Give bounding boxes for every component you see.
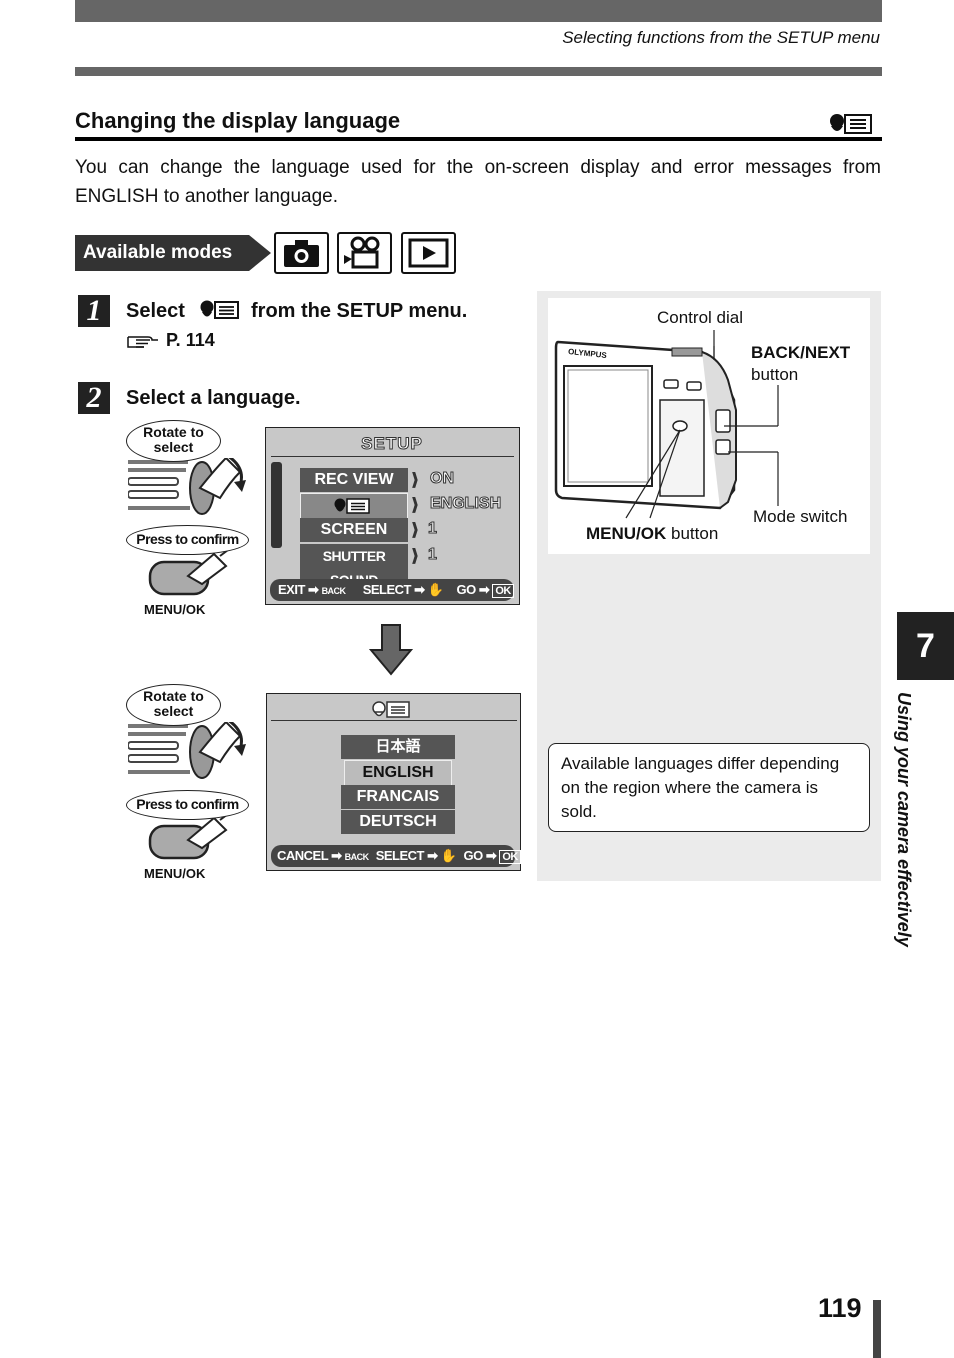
arrow-icon: ⟩ xyxy=(411,497,419,515)
rotate-text: Rotate to select xyxy=(143,688,204,719)
camera-icon xyxy=(274,232,329,274)
press-bubble: Press to confirm xyxy=(126,525,249,555)
setup-title: SETUP xyxy=(361,434,423,454)
ok-label: OK xyxy=(492,584,514,598)
note-box: Available languages differ depending on … xyxy=(548,743,870,832)
chapter-title: Using your camera effectively xyxy=(894,692,914,947)
arrow-right-icon: ➡ xyxy=(414,582,425,597)
label-menu-ok-rest: button xyxy=(671,524,719,543)
arrow-icon: ⟩ xyxy=(411,522,419,540)
dial-hand-icon: ✋ xyxy=(427,582,444,597)
language-icon xyxy=(371,700,415,725)
scroll-bar[interactable] xyxy=(271,462,282,548)
menu-screen[interactable]: SCREEN xyxy=(300,518,408,542)
step-1-number: 1 xyxy=(78,295,110,327)
dial-hand-icon: ✋ xyxy=(440,848,457,863)
menu-rec-view[interactable]: REC VIEW xyxy=(300,468,408,492)
cancel-label: CANCEL xyxy=(277,848,328,863)
label-back-next-button: button xyxy=(751,365,799,384)
dial-illustration xyxy=(127,454,253,603)
footer-bar: CANCEL ➡ BACK SELECT ➡ ✋ GO ➡ OK xyxy=(271,845,521,867)
title-rule xyxy=(75,137,882,141)
rotate-bubble: Rotate to select xyxy=(126,684,221,726)
press-text: Press to confirm xyxy=(136,531,239,547)
footer-bar: EXIT ➡ BACK SELECT ➡ ✋ GO ➡ OK xyxy=(270,579,514,601)
back-label: BACK xyxy=(344,852,370,862)
chapter-title-vertical: Using your camera effectively xyxy=(892,692,920,992)
language-option-japanese[interactable]: 日本語 xyxy=(341,735,455,759)
label-menu-ok-bold: MENU/OK xyxy=(586,524,667,543)
go-label: GO xyxy=(456,582,476,597)
arrow-right-icon: ➡ xyxy=(427,848,438,863)
value-language: ENGLISH xyxy=(429,495,502,513)
reference-hand-icon xyxy=(126,331,160,356)
label-back-next: BACK/NEXT xyxy=(751,343,851,362)
language-icon xyxy=(199,299,241,326)
chapter-tab[interactable]: 7 xyxy=(897,612,954,680)
down-arrow-icon xyxy=(368,624,414,681)
value-rec-view: ON xyxy=(430,470,455,488)
language-option-francais[interactable]: FRANCAIS xyxy=(341,785,455,809)
arrow-icon: ⟩ xyxy=(411,472,419,490)
menu-language[interactable] xyxy=(300,493,408,519)
menu-ok-caption: MENU/OK xyxy=(144,866,206,881)
setup-screen: SETUP REC VIEW SCREEN SHUTTER SOUND ⟩ ON… xyxy=(265,427,520,605)
rotate-bubble: Rotate to select xyxy=(126,420,221,462)
title-line xyxy=(271,456,514,457)
dial-illustration xyxy=(127,718,253,867)
camera-illustration xyxy=(552,330,852,535)
arrow-right-icon: ➡ xyxy=(331,848,342,863)
back-label: BACK xyxy=(321,586,347,596)
step-2-text: Select a language. xyxy=(126,387,301,409)
label-menu-ok: MENU/OK button xyxy=(586,524,718,544)
rotate-text: Rotate to select xyxy=(143,424,204,455)
playback-icon xyxy=(401,232,456,274)
arrow-right-icon: ➡ xyxy=(485,848,497,863)
header-rule xyxy=(75,67,882,76)
movie-icon xyxy=(337,232,392,274)
menu-ok-caption: MENU/OK xyxy=(144,602,206,617)
step-2-number: 2 xyxy=(78,382,110,414)
press-text: Press to confirm xyxy=(136,796,239,812)
running-title: Selecting functions from the SETUP menu xyxy=(562,28,880,47)
language-option-deutsch[interactable]: DEUTSCH xyxy=(341,810,455,834)
page-number-bar xyxy=(873,1300,881,1358)
arrow-icon: ⟩ xyxy=(411,548,419,566)
page-number: 119 xyxy=(818,1293,862,1323)
ok-label: OK xyxy=(499,850,521,864)
arrow-right-icon: ➡ xyxy=(308,582,319,597)
available-modes-label: Available modes xyxy=(75,235,249,271)
step-1-text-after: from the SETUP menu. xyxy=(251,300,468,322)
section-title: Changing the display language xyxy=(75,108,401,133)
page-reference[interactable]: P. 114 xyxy=(166,330,215,350)
language-option-english[interactable]: ENGLISH xyxy=(344,760,452,786)
press-bubble: Press to confirm xyxy=(126,790,249,820)
go-label: GO xyxy=(463,848,483,863)
header-bar xyxy=(75,0,882,22)
intro-text: You can change the language used for the… xyxy=(75,157,881,207)
value-screen: 1 xyxy=(428,520,438,538)
label-mode-switch: Mode switch xyxy=(753,507,848,526)
step-1-text-before: Select xyxy=(126,300,185,322)
language-icon xyxy=(828,112,874,141)
arrow-right-icon: ➡ xyxy=(478,582,490,597)
modes-arrow xyxy=(249,235,271,271)
title-line xyxy=(271,720,517,721)
select-label: SELECT xyxy=(362,582,412,597)
label-control-dial: Control dial xyxy=(657,308,743,327)
language-screen: 日本語 ENGLISH FRANCAIS DEUTSCH CANCEL ➡ BA… xyxy=(266,693,521,871)
exit-label: EXIT xyxy=(278,582,305,597)
select-label: SELECT xyxy=(375,848,425,863)
value-shutter-sound: 1 xyxy=(428,546,438,564)
